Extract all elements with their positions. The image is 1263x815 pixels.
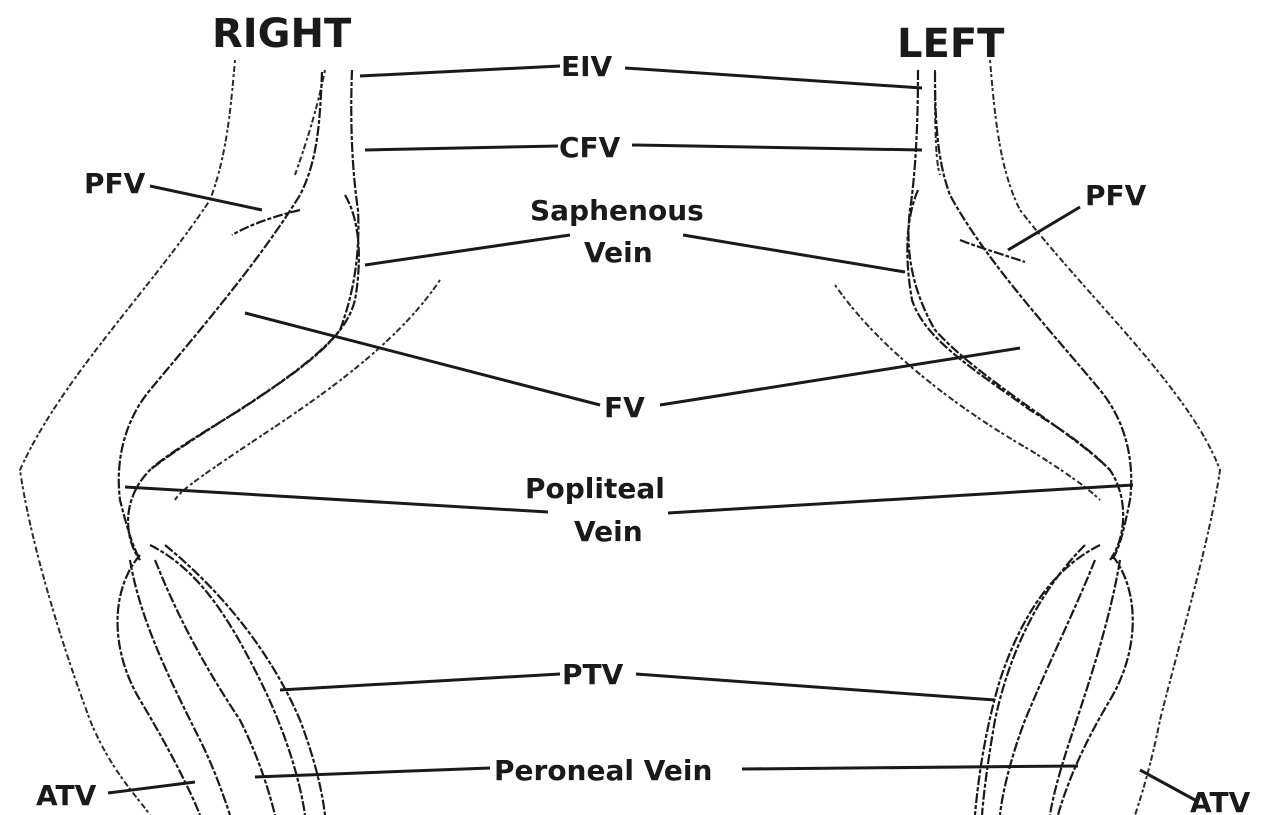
atv-right-leader: [108, 782, 195, 793]
ptv-label: PTV: [562, 658, 624, 691]
eiv-leader-right: [360, 66, 560, 76]
left-saphenous-vein: [907, 190, 1110, 470]
right-saphenous-vein: [150, 195, 359, 470]
right-deep-vein-lateral: [119, 72, 322, 560]
eiv-leader-left: [625, 68, 922, 88]
left-leg-outer-outline: [990, 60, 1220, 815]
atv-right-label: ATV: [36, 779, 97, 812]
fv-leader-right: [245, 313, 600, 405]
labels: RIGHT LEFT EIV CFV Saphenous Vein PFV PF…: [36, 11, 1251, 815]
leader-lines: [108, 66, 1195, 800]
saphenous-label-line1: Saphenous: [530, 194, 704, 227]
pfv-left-leader: [1008, 207, 1080, 250]
peroneal-label: Peroneal Vein: [494, 754, 712, 787]
left-calf-vein-5: [982, 545, 1085, 815]
right-leg-drawing: [20, 60, 440, 815]
left-side-heading: LEFT: [897, 21, 1005, 67]
left-calf-vein-4: [1000, 560, 1095, 815]
right-calf-vein-1: [118, 555, 201, 815]
atv-left-label: ATV: [1190, 786, 1251, 815]
pfv-right-label: PFV: [84, 167, 146, 200]
cfv-leader-left: [632, 145, 922, 150]
ptv-leader-left: [636, 674, 995, 700]
peroneal-leader-right: [255, 768, 490, 777]
ptv-leader-right: [280, 674, 560, 690]
left-calf-vein-3: [1050, 560, 1120, 815]
pfv-left-label: PFV: [1085, 179, 1147, 212]
cfv-leader-right: [365, 146, 558, 150]
right-pfv-branch: [232, 210, 300, 235]
fv-label: FV: [604, 391, 645, 424]
saphenous-leader-left: [683, 235, 905, 272]
cfv-label: CFV: [559, 131, 621, 164]
peroneal-leader-left: [742, 766, 1078, 769]
saphenous-leader-right: [365, 235, 570, 265]
right-deep-vein-medial: [128, 70, 358, 560]
atv-left-leader: [1140, 770, 1195, 800]
popliteal-label-line2: Vein: [574, 515, 643, 548]
fv-leader-left: [660, 348, 1020, 405]
left-calf-vein-2: [975, 545, 1100, 815]
popliteal-label-line1: Popliteal: [525, 472, 665, 505]
left-calf-vein-1: [1058, 555, 1133, 815]
right-calf-vein-3: [130, 560, 230, 815]
right-side-heading: RIGHT: [212, 11, 352, 57]
popliteal-leader-right: [125, 487, 548, 512]
eiv-label: EIV: [561, 50, 613, 83]
saphenous-label-line2: Vein: [584, 236, 653, 269]
popliteal-leader-left: [668, 485, 1133, 513]
left-leg-drawing: [835, 60, 1220, 815]
left-thigh-inner-outline: [835, 285, 1100, 500]
